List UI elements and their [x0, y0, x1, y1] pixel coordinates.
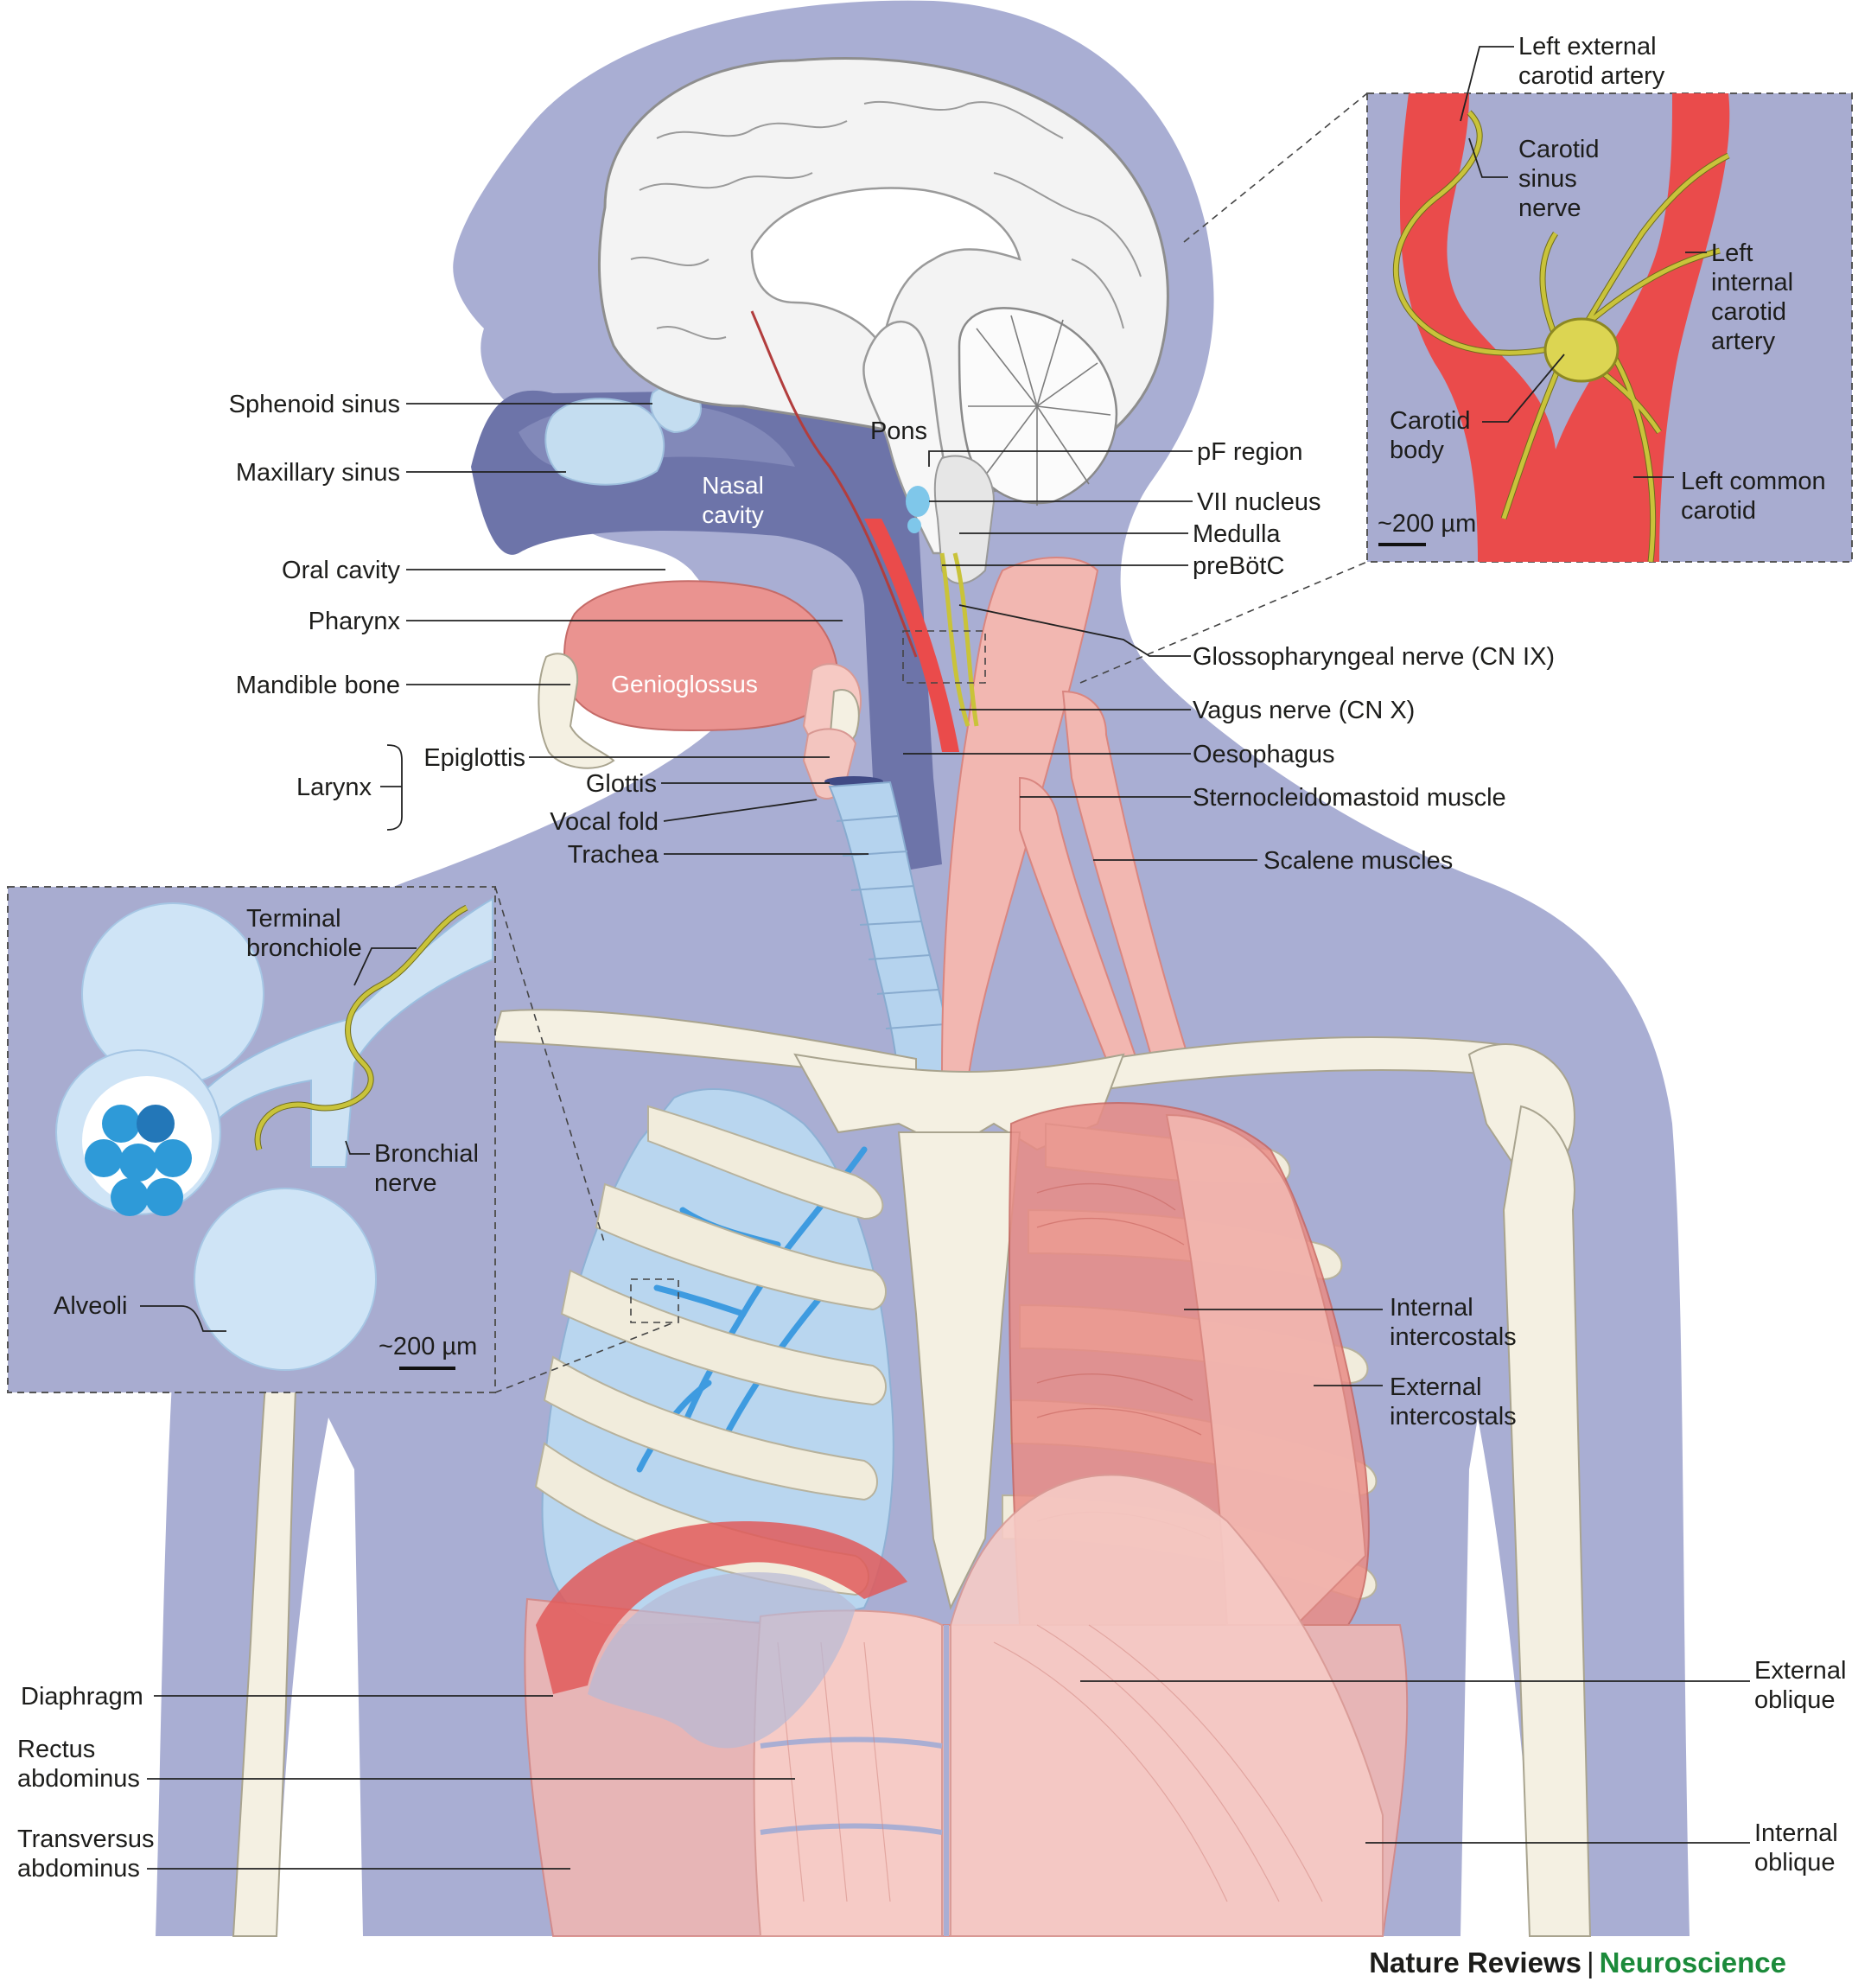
lung-scale-label: ~200 µm	[379, 1333, 477, 1360]
neck-muscles	[940, 557, 1194, 1082]
journal-name: Nature Reviews	[1369, 1947, 1581, 1978]
label-trachea: Trachea	[568, 841, 659, 869]
label-left-external-carotid-2: carotid artery	[1518, 62, 1665, 90]
label-rectus-abdominus-2: abdominus	[17, 1765, 140, 1793]
label-vocal-fold: Vocal fold	[550, 808, 659, 836]
label-oral-cavity: Oral cavity	[282, 557, 400, 584]
label-external-oblique-1: External	[1754, 1657, 1846, 1685]
label-internal-intercostals-2: intercostals	[1390, 1323, 1517, 1351]
journal-section: Neuroscience	[1599, 1947, 1786, 1978]
label-left-external-carotid-1: Left external	[1518, 33, 1657, 61]
label-internal-oblique-2: oblique	[1754, 1849, 1836, 1876]
label-alveoli: Alveoli	[54, 1292, 127, 1320]
labels: Sphenoid sinus Maxillary sinus Oral cavi…	[17, 33, 1846, 1883]
label-glottis: Glottis	[586, 770, 657, 798]
label-left-internal-carotid-2: internal	[1711, 269, 1793, 296]
label-genioglossus: Genioglossus	[611, 671, 758, 698]
label-pons: Pons	[870, 417, 927, 445]
label-carotid-body-1: Carotid	[1390, 407, 1471, 435]
label-epiglottis: Epiglottis	[423, 744, 525, 772]
label-pharynx: Pharynx	[309, 608, 401, 635]
label-internal-intercostals-1: Internal	[1390, 1294, 1473, 1322]
mandible-bone	[538, 653, 615, 769]
cerebellum	[958, 307, 1118, 506]
label-carotid-sinus-nerve-2: sinus	[1518, 165, 1577, 193]
label-prebotc: preBötC	[1193, 552, 1284, 580]
carotid-scale-label: ~200 µm	[1378, 510, 1476, 538]
journal-credit: Nature Reviews|Neuroscience	[1369, 1947, 1786, 1979]
label-bronchial-nerve-1: Bronchial	[374, 1140, 479, 1168]
label-scalene: Scalene muscles	[1263, 847, 1453, 875]
label-internal-oblique-1: Internal	[1754, 1819, 1838, 1847]
credit-separator: |	[1586, 1947, 1594, 1978]
label-nasal-cavity-2: cavity	[702, 501, 764, 528]
label-vagus: Vagus nerve (CN X)	[1193, 697, 1415, 724]
label-left-common-carotid-1: Left common	[1681, 468, 1826, 495]
label-sternocleidomastoid: Sternocleidomastoid muscle	[1193, 784, 1506, 812]
label-transversus-abdominus-1: Transversus	[17, 1826, 154, 1853]
label-maxillary-sinus: Maxillary sinus	[236, 459, 400, 487]
label-terminal-bronchiole-1: Terminal	[246, 905, 341, 933]
label-terminal-bronchiole-2: bronchiole	[246, 934, 362, 962]
label-vii-nucleus: VII nucleus	[1197, 488, 1321, 516]
label-oesophagus: Oesophagus	[1193, 741, 1334, 768]
alveoli-cluster	[55, 902, 377, 1371]
trachea	[828, 781, 952, 1082]
diaphragm	[536, 1521, 907, 1749]
label-mandible-bone: Mandible bone	[236, 672, 400, 699]
label-external-oblique-2: oblique	[1754, 1686, 1836, 1714]
label-carotid-sinus-nerve-1: Carotid	[1518, 136, 1600, 163]
label-larynx: Larynx	[296, 774, 372, 801]
carotid-body-shape	[1543, 317, 1620, 383]
carotid-inset	[902, 92, 1853, 684]
label-nasal-cavity-1: Nasal	[702, 472, 764, 499]
label-left-common-carotid-2: carotid	[1681, 497, 1756, 525]
label-pf-region: pF region	[1197, 438, 1303, 466]
label-glossopharyngeal: Glossopharyngeal nerve (CN IX)	[1193, 643, 1555, 671]
cranial-nerves	[939, 552, 979, 727]
label-carotid-body-2: body	[1390, 436, 1444, 464]
label-sphenoid-sinus: Sphenoid sinus	[229, 391, 400, 418]
label-bronchial-nerve-2: nerve	[374, 1169, 437, 1197]
label-left-internal-carotid-1: Left	[1711, 239, 1753, 267]
neck-carotid	[864, 519, 959, 752]
label-medulla: Medulla	[1193, 520, 1281, 548]
label-carotid-sinus-nerve-3: nerve	[1518, 194, 1581, 222]
label-transversus-abdominus-2: abdominus	[17, 1855, 140, 1883]
label-external-intercostals-1: External	[1390, 1373, 1481, 1401]
label-external-intercostals-2: intercostals	[1390, 1403, 1517, 1430]
label-left-internal-carotid-3: carotid	[1711, 298, 1786, 326]
maxillary-sinus	[544, 398, 665, 486]
brain	[597, 57, 1169, 584]
leader-lines	[140, 46, 1750, 1870]
label-rectus-abdominus-1: Rectus	[17, 1736, 95, 1763]
label-diaphragm: Diaphragm	[21, 1683, 143, 1711]
label-left-internal-carotid-4: artery	[1711, 328, 1776, 355]
lung-inset	[7, 886, 679, 1393]
